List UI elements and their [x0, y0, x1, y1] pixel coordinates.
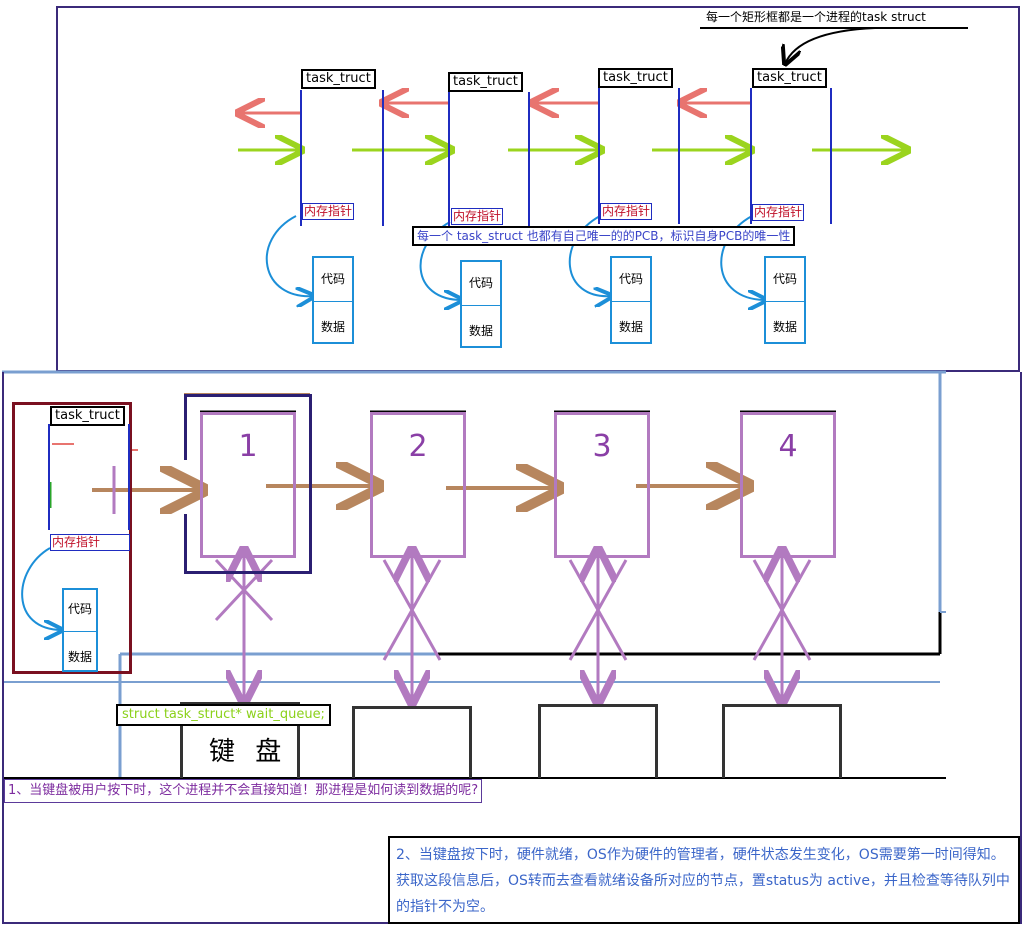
current-mem-ptr-label: 内存指针 — [50, 534, 130, 551]
device-link-arrows — [244, 552, 782, 700]
waiting-process-highlight — [184, 394, 312, 574]
device-box-3 — [538, 704, 658, 778]
keyboard-label: 键 盘 — [209, 737, 288, 767]
question-1: 1、当键盘被用户按下时，这个进程并不会直接知道！那进程是如何读到数据的呢? — [4, 779, 483, 803]
pcb-node-1 — [300, 90, 384, 226]
code-data-box-2: 代码 数据 — [460, 260, 502, 348]
pcb-label-3: task_truct — [598, 68, 673, 88]
process-node-3: 3 — [554, 412, 650, 558]
current-data-label: 数据 — [67, 650, 92, 664]
prev-pointer-arrows — [238, 103, 750, 113]
mem-ptr-label-3: 内存指针 — [600, 203, 653, 220]
code-data-box-4: 代码 数据 — [764, 256, 806, 344]
code-label-4: 代码 — [772, 272, 797, 286]
data-label-4: 数据 — [772, 320, 797, 334]
wait-queue-arrows — [92, 486, 746, 490]
pcb-node-2 — [448, 92, 530, 232]
mem-ptr-label-1: 内存指针 — [302, 203, 355, 220]
pcb-label-1: task_truct — [301, 69, 376, 89]
pcb-node-4 — [750, 88, 832, 224]
keyboard-device-box: 键 盘 — [180, 702, 300, 778]
current-pcb-node — [48, 424, 130, 530]
process-number-2: 2 — [408, 429, 428, 464]
mem-ptr-label-4: 内存指针 — [752, 204, 805, 221]
current-pcb-frame — [12, 402, 132, 674]
data-label-2: 数据 — [468, 324, 493, 338]
code-label-2: 代码 — [468, 276, 493, 290]
device-box-4 — [722, 704, 842, 778]
current-code-label: 代码 — [67, 602, 92, 616]
process-node-1: 1 — [200, 412, 296, 558]
pcb-node-3 — [598, 88, 680, 224]
process-number-4: 4 — [778, 429, 798, 464]
answer-2: 2、当键盘按下时，硬件就绪，OS作为硬件的管理者，硬件状态发生变化，OS需要第一… — [388, 836, 1020, 924]
data-label-3: 数据 — [618, 320, 643, 334]
current-pcb-label: task_truct — [50, 406, 125, 426]
wait-queue-label: struct task_struct* wait_queue; — [116, 704, 331, 726]
process-node-4: 4 — [740, 412, 836, 558]
code-label-3: 代码 — [618, 272, 643, 286]
unique-pcb-note: 每一个 task_struct 也都有自己唯一的的PCB，标识自身PCB的唯一性 — [412, 226, 796, 246]
pcb-label-4: task_truct — [752, 68, 827, 88]
process-number-1: 1 — [238, 429, 258, 464]
data-label-1: 数据 — [320, 320, 345, 334]
current-code-data-box: 代码 数据 — [62, 588, 98, 672]
process-number-3: 3 — [592, 429, 612, 464]
process-node-2: 2 — [370, 412, 466, 558]
code-data-box-3: 代码 数据 — [610, 256, 652, 344]
header-note-arrow — [785, 27, 876, 64]
mem-ptr-label-2: 内存指针 — [451, 208, 504, 225]
header-note: 每一个矩形框都是一个进程的task struct — [706, 10, 926, 24]
code-label-1: 代码 — [320, 272, 345, 286]
device-box-2 — [352, 706, 472, 778]
pcb-label-2: task_truct — [448, 72, 523, 92]
code-data-box-1: 代码 数据 — [312, 256, 354, 344]
